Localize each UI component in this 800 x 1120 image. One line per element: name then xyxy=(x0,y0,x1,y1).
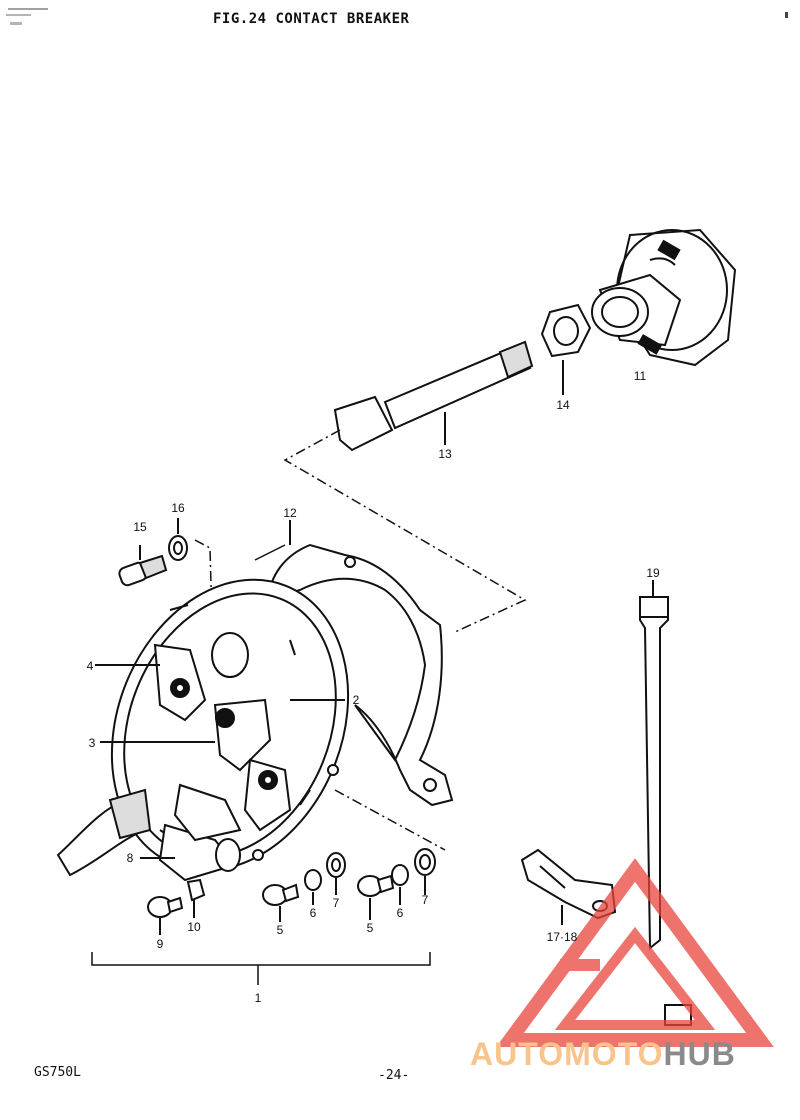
callout-10: 10 xyxy=(187,920,201,934)
callout-6b: 6 xyxy=(396,906,404,920)
callout-9: 9 xyxy=(156,937,164,951)
watermark-logo xyxy=(496,858,774,1047)
callout-5b: 5 xyxy=(366,921,374,935)
callout-1: 1 xyxy=(254,991,262,1005)
plate-12 xyxy=(266,520,454,807)
callout-2: 2 xyxy=(352,693,360,707)
callout-3: 3 xyxy=(88,736,96,750)
small-fasteners xyxy=(147,848,436,935)
condenser-8 xyxy=(56,783,242,882)
callout-5a: 5 xyxy=(276,923,284,937)
callout-4: 4 xyxy=(86,659,94,673)
scan-noise xyxy=(6,8,788,25)
figure-title: FIG.24 CONTACT BREAKER xyxy=(213,11,410,27)
callout-6a: 6 xyxy=(309,906,317,920)
strap-19 xyxy=(639,580,692,1026)
contact-points-3-4 xyxy=(95,643,292,832)
callout-19: 19 xyxy=(646,566,660,580)
brand-part-2: HUB xyxy=(663,1036,736,1072)
callout-15: 15 xyxy=(133,520,147,534)
washer-16 xyxy=(168,518,188,561)
callout-7b: 7 xyxy=(421,893,429,907)
screw-15 xyxy=(118,545,168,587)
assembly-bracket-1 xyxy=(91,952,431,985)
callout-11: 11 xyxy=(633,369,647,383)
callout-14: 14 xyxy=(556,398,570,412)
callout-8: 8 xyxy=(126,851,134,865)
advancer-assembly-11 xyxy=(591,228,737,367)
model-code: GS750L xyxy=(34,1065,81,1080)
nut-14 xyxy=(540,303,592,395)
callout-12: 12 xyxy=(283,506,297,520)
callout-16: 16 xyxy=(171,501,185,515)
bolt-13 xyxy=(333,340,534,452)
page-number: -24- xyxy=(378,1068,410,1083)
callout-17-18: 17·18 xyxy=(546,930,578,944)
callout-7a: 7 xyxy=(332,896,340,910)
watermark-brand: AUTOMOTOHUB xyxy=(470,1036,736,1073)
brand-part-1: AUTOMOTO xyxy=(470,1036,664,1072)
callout-13: 13 xyxy=(438,447,452,461)
